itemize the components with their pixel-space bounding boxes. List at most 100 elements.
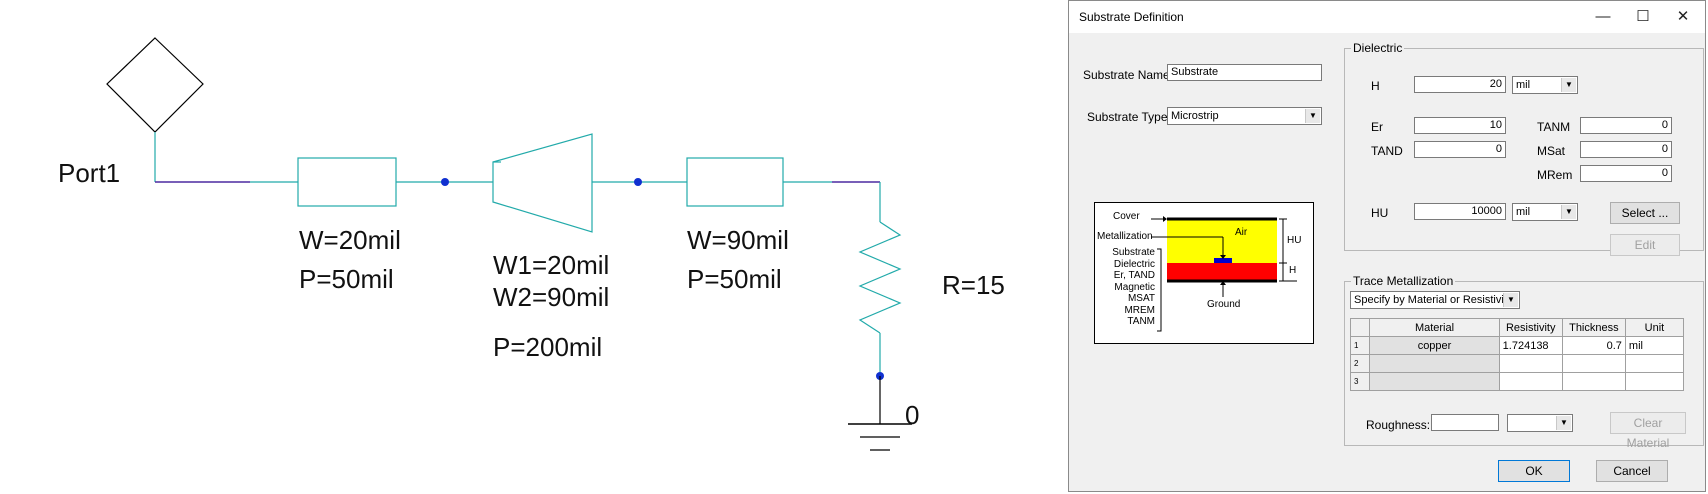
dielectric-group-title: Dielectric — [1351, 41, 1405, 55]
resistor-symbol[interactable] — [858, 221, 902, 334]
chevron-down-icon: ▼ — [1503, 293, 1518, 307]
edit-button[interactable]: Edit — [1610, 234, 1680, 256]
trace-strip — [1214, 258, 1232, 263]
substrate-name-input[interactable]: Substrate — [1167, 64, 1322, 81]
tand-label: TAND — [1371, 144, 1403, 158]
trace-metallization-group: Trace Metallization — [1344, 274, 1704, 446]
roughness-input[interactable] — [1431, 414, 1499, 431]
dialog-titlebar[interactable]: Substrate Definition — ☐ ✕ — [1069, 1, 1705, 33]
hu-label: HU — [1371, 206, 1389, 220]
tline2-width-label: W=90mil — [687, 225, 789, 255]
chevron-down-icon: ▼ — [1561, 205, 1576, 219]
chevron-down-icon: ▼ — [1556, 416, 1571, 430]
maximize-icon[interactable]: ☐ — [1636, 8, 1650, 25]
material-cell-button[interactable] — [1369, 372, 1500, 391]
substrate-name-label: Substrate Name: — [1083, 68, 1174, 82]
thickness-cell[interactable] — [1561, 372, 1626, 391]
substrate-type-label: Substrate Type: — [1087, 110, 1171, 124]
node-dot-1 — [441, 178, 449, 186]
chevron-down-icon: ▼ — [1561, 78, 1576, 92]
trace-metallization-group-title: Trace Metallization — [1351, 274, 1456, 288]
substrate-type-value: Microstrip — [1171, 110, 1219, 122]
clear-material-button[interactable]: Clear Material — [1610, 412, 1686, 450]
cross-section-graphic — [1151, 216, 1297, 332]
er-input[interactable]: 10 — [1414, 117, 1506, 134]
tanm-label: TANM — [1537, 120, 1571, 134]
roughness-unit-select[interactable]: ▼ — [1507, 414, 1573, 432]
column-header: Resistivity — [1498, 318, 1563, 337]
substrate-line: Substrate — [1112, 247, 1155, 258]
unit-cell[interactable] — [1624, 372, 1685, 391]
metallization-table: Material Resistivity Thickness Unit 1 co… — [1349, 318, 1685, 391]
substrate-line: Dielectric — [1113, 258, 1155, 270]
dielectric-layer — [1167, 263, 1277, 281]
tline1-length-label: P=50mil — [299, 264, 394, 294]
tand-input[interactable]: 0 — [1414, 141, 1506, 158]
metallization-mode-select[interactable]: Specify by Material or Resistivity ▼ — [1350, 291, 1520, 309]
select-button[interactable]: Select ... — [1610, 202, 1680, 224]
ok-button[interactable]: OK — [1498, 460, 1570, 482]
tline1-symbol[interactable] — [297, 157, 397, 207]
material-cell-button[interactable] — [1369, 354, 1500, 373]
er-label: Er — [1371, 120, 1383, 134]
h-unit-select[interactable]: mil ▼ — [1512, 76, 1578, 94]
unit-cell[interactable] — [1624, 354, 1685, 373]
taper-w1-label: W1=20mil — [493, 250, 610, 280]
tline1-width-label: W=20mil — [299, 225, 401, 255]
msat-label: MSat — [1537, 144, 1566, 158]
port-symbol[interactable] — [106, 37, 204, 133]
tanm-input[interactable]: 0 — [1580, 117, 1672, 134]
taper-length-label: P=200mil — [493, 332, 603, 362]
substrate-cross-section-diagram: Cover Air Metallization HU H Substrate D… — [1094, 202, 1314, 344]
hu-unit-value: mil — [1516, 206, 1531, 218]
substrate-line: Er, TAND — [1113, 270, 1155, 281]
thickness-cell[interactable] — [1561, 354, 1626, 373]
resistivity-cell[interactable] — [1498, 354, 1563, 373]
row-number: 3 — [1349, 372, 1371, 391]
metallization-mode-value: Specify by Material or Resistivity — [1354, 294, 1513, 306]
resistivity-cell[interactable]: 1.724138 — [1498, 336, 1563, 355]
chevron-down-icon: ▼ — [1305, 109, 1320, 123]
h-unit-value: mil — [1516, 79, 1531, 91]
schematic-canvas[interactable]: Port1 W=20mil P=50mil W1=20mil W2=90mil … — [0, 0, 1060, 494]
dialog-title: Substrate Definition — [1079, 10, 1184, 24]
port-label: Port1 — [58, 158, 121, 188]
h-input[interactable]: 20 — [1414, 76, 1506, 93]
substrate-line: Magnetic — [1114, 281, 1155, 293]
substrate-line: MREM — [1124, 304, 1155, 316]
hu-input[interactable]: 10000 — [1414, 203, 1506, 220]
hu-dimension-label: HU — [1287, 235, 1302, 246]
taper-w2-label: W2=90mil — [493, 282, 610, 312]
unit-cell[interactable]: mil — [1624, 336, 1685, 355]
cancel-button[interactable]: Cancel — [1596, 460, 1668, 482]
taper-symbol[interactable] — [492, 133, 593, 233]
ground-label: Ground — [1207, 299, 1241, 310]
roughness-label: Roughness: — [1366, 418, 1431, 432]
material-cell-button[interactable]: copper — [1369, 336, 1500, 355]
table-header-row: Material Resistivity Thickness Unit — [1349, 318, 1685, 337]
msat-input[interactable]: 0 — [1580, 141, 1672, 158]
substrate-property-list: Substrate Dielectric Er, TAND Magnetic M… — [1099, 247, 1155, 328]
h-dimension-label: H — [1289, 265, 1297, 276]
table-row: 2 — [1349, 354, 1685, 373]
thickness-cell[interactable]: 0.7 — [1561, 336, 1626, 355]
close-icon[interactable]: ✕ — [1676, 8, 1690, 25]
row-number: 2 — [1349, 354, 1371, 373]
tline2-symbol[interactable] — [686, 157, 784, 207]
h-label: H — [1371, 79, 1380, 93]
substrate-line: MSAT — [1127, 293, 1155, 304]
table-row: 3 — [1349, 372, 1685, 391]
table-row: 1 copper 1.724138 0.7 mil — [1349, 336, 1685, 355]
resistor-value-label: R=15 — [942, 270, 1005, 300]
column-header: Material — [1369, 318, 1500, 337]
row-number: 1 — [1349, 336, 1371, 355]
minimize-icon[interactable]: — — [1595, 8, 1611, 25]
air-label: Air — [1235, 227, 1248, 238]
resistivity-cell[interactable] — [1498, 372, 1563, 391]
metallization-label: Metallization — [1097, 231, 1153, 242]
substrate-line: TANM — [1127, 316, 1155, 327]
substrate-type-select[interactable]: Microstrip ▼ — [1167, 107, 1322, 125]
mrem-input[interactable]: 0 — [1580, 165, 1672, 182]
node-dot-2 — [634, 178, 642, 186]
hu-unit-select[interactable]: mil ▼ — [1512, 203, 1578, 221]
